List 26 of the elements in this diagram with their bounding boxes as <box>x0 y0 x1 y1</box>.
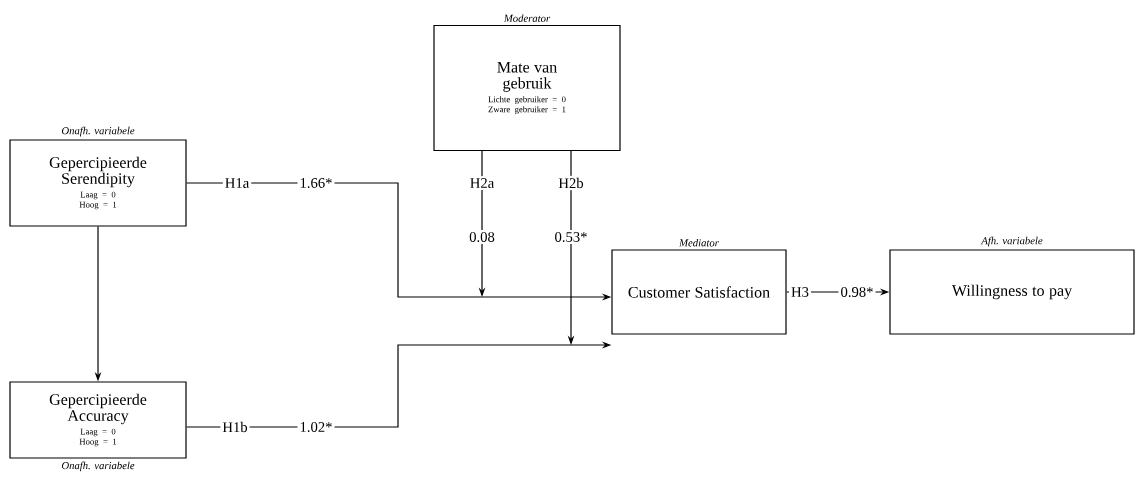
box-title: Gepercipieerde Serendipity <box>49 156 147 188</box>
coefficient-label: 1.02* <box>297 420 335 434</box>
box-title: Gepercipieerde Accuracy <box>49 393 147 425</box>
coefficient-label: 0.53* <box>552 230 590 244</box>
edge-label: H3 <box>789 285 811 299</box>
variable-box <box>889 249 1135 335</box>
value-coding: Laag = 0 Hoog = 1 <box>79 428 117 447</box>
variable-box <box>9 139 187 227</box>
variable-box <box>611 249 787 335</box>
value-coding: Lichte gebruiker = 0 Zware gebruiker = 1 <box>488 96 566 115</box>
coefficient-label: 1.66* <box>297 176 335 190</box>
role-caption: Afh. variabele <box>980 236 1043 247</box>
role-caption: Moderator <box>503 14 551 22</box>
variable-box <box>433 24 621 152</box>
role-caption: Onafh. variabele <box>61 126 135 137</box>
edge-label: H1a <box>222 176 252 190</box>
coefficient-label: 0.08 <box>467 230 497 244</box>
box-title: Customer Satisfaction <box>628 286 770 298</box>
coefficient-label: 0.98* <box>838 285 876 299</box>
variable-box <box>9 381 187 459</box>
role-caption: Mediator <box>679 238 719 247</box>
box-title: Willingness to pay <box>951 284 1073 300</box>
value-coding: Laag = 0 Hoog = 1 <box>79 191 117 210</box>
role-caption: Onafh. variabele <box>61 461 135 472</box>
box-title: Mate van gebruik <box>497 61 557 92</box>
edge-label: H2a <box>467 176 497 190</box>
